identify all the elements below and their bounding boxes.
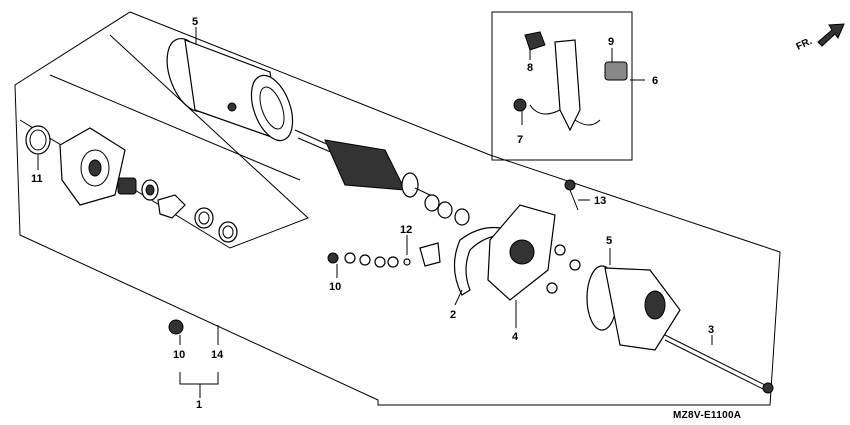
direction-label: FR.	[795, 36, 814, 53]
callout-7: 7	[517, 134, 523, 146]
callout-5-yoke: 5	[192, 16, 198, 28]
callout-14: 14	[211, 349, 224, 361]
callout-8: 8	[527, 62, 533, 74]
callout-11: 11	[31, 173, 43, 185]
wire-kit-box	[491, 11, 633, 161]
bolt-part-13	[564, 179, 579, 211]
front-bearings-washers	[117, 177, 238, 243]
brush-holder-part-4	[487, 204, 581, 301]
assembly-outline	[14, 11, 781, 406]
front-cover	[59, 127, 126, 206]
front-direction-arrow-icon	[817, 23, 845, 47]
callout-10-lower: 10	[173, 349, 185, 361]
leader-lines	[37, 27, 713, 398]
diagram-code: MZ8V-E1100A	[673, 410, 741, 421]
armature-washers	[424, 194, 470, 226]
brush-plate-part-2	[453, 226, 507, 296]
callout-4: 4	[512, 331, 519, 343]
callout-5-rear: 5	[606, 235, 612, 247]
callout-2: 2	[450, 309, 456, 321]
yoke-housing	[166, 38, 294, 142]
callout-12: 12	[400, 224, 412, 236]
terminal-nuts-washers	[327, 242, 441, 268]
callout-10-upper: 10	[329, 281, 341, 293]
through-bolt-part-3	[664, 334, 774, 394]
callout-13: 13	[594, 195, 606, 207]
armature	[294, 129, 431, 198]
callout-3: 3	[708, 324, 714, 336]
callout-9: 9	[608, 36, 614, 48]
callout-1: 1	[196, 399, 202, 411]
rear-cover	[586, 265, 681, 351]
terminal-wire-kit	[513, 31, 628, 132]
callout-6: 6	[652, 75, 658, 87]
nut-part-10	[168, 319, 184, 335]
